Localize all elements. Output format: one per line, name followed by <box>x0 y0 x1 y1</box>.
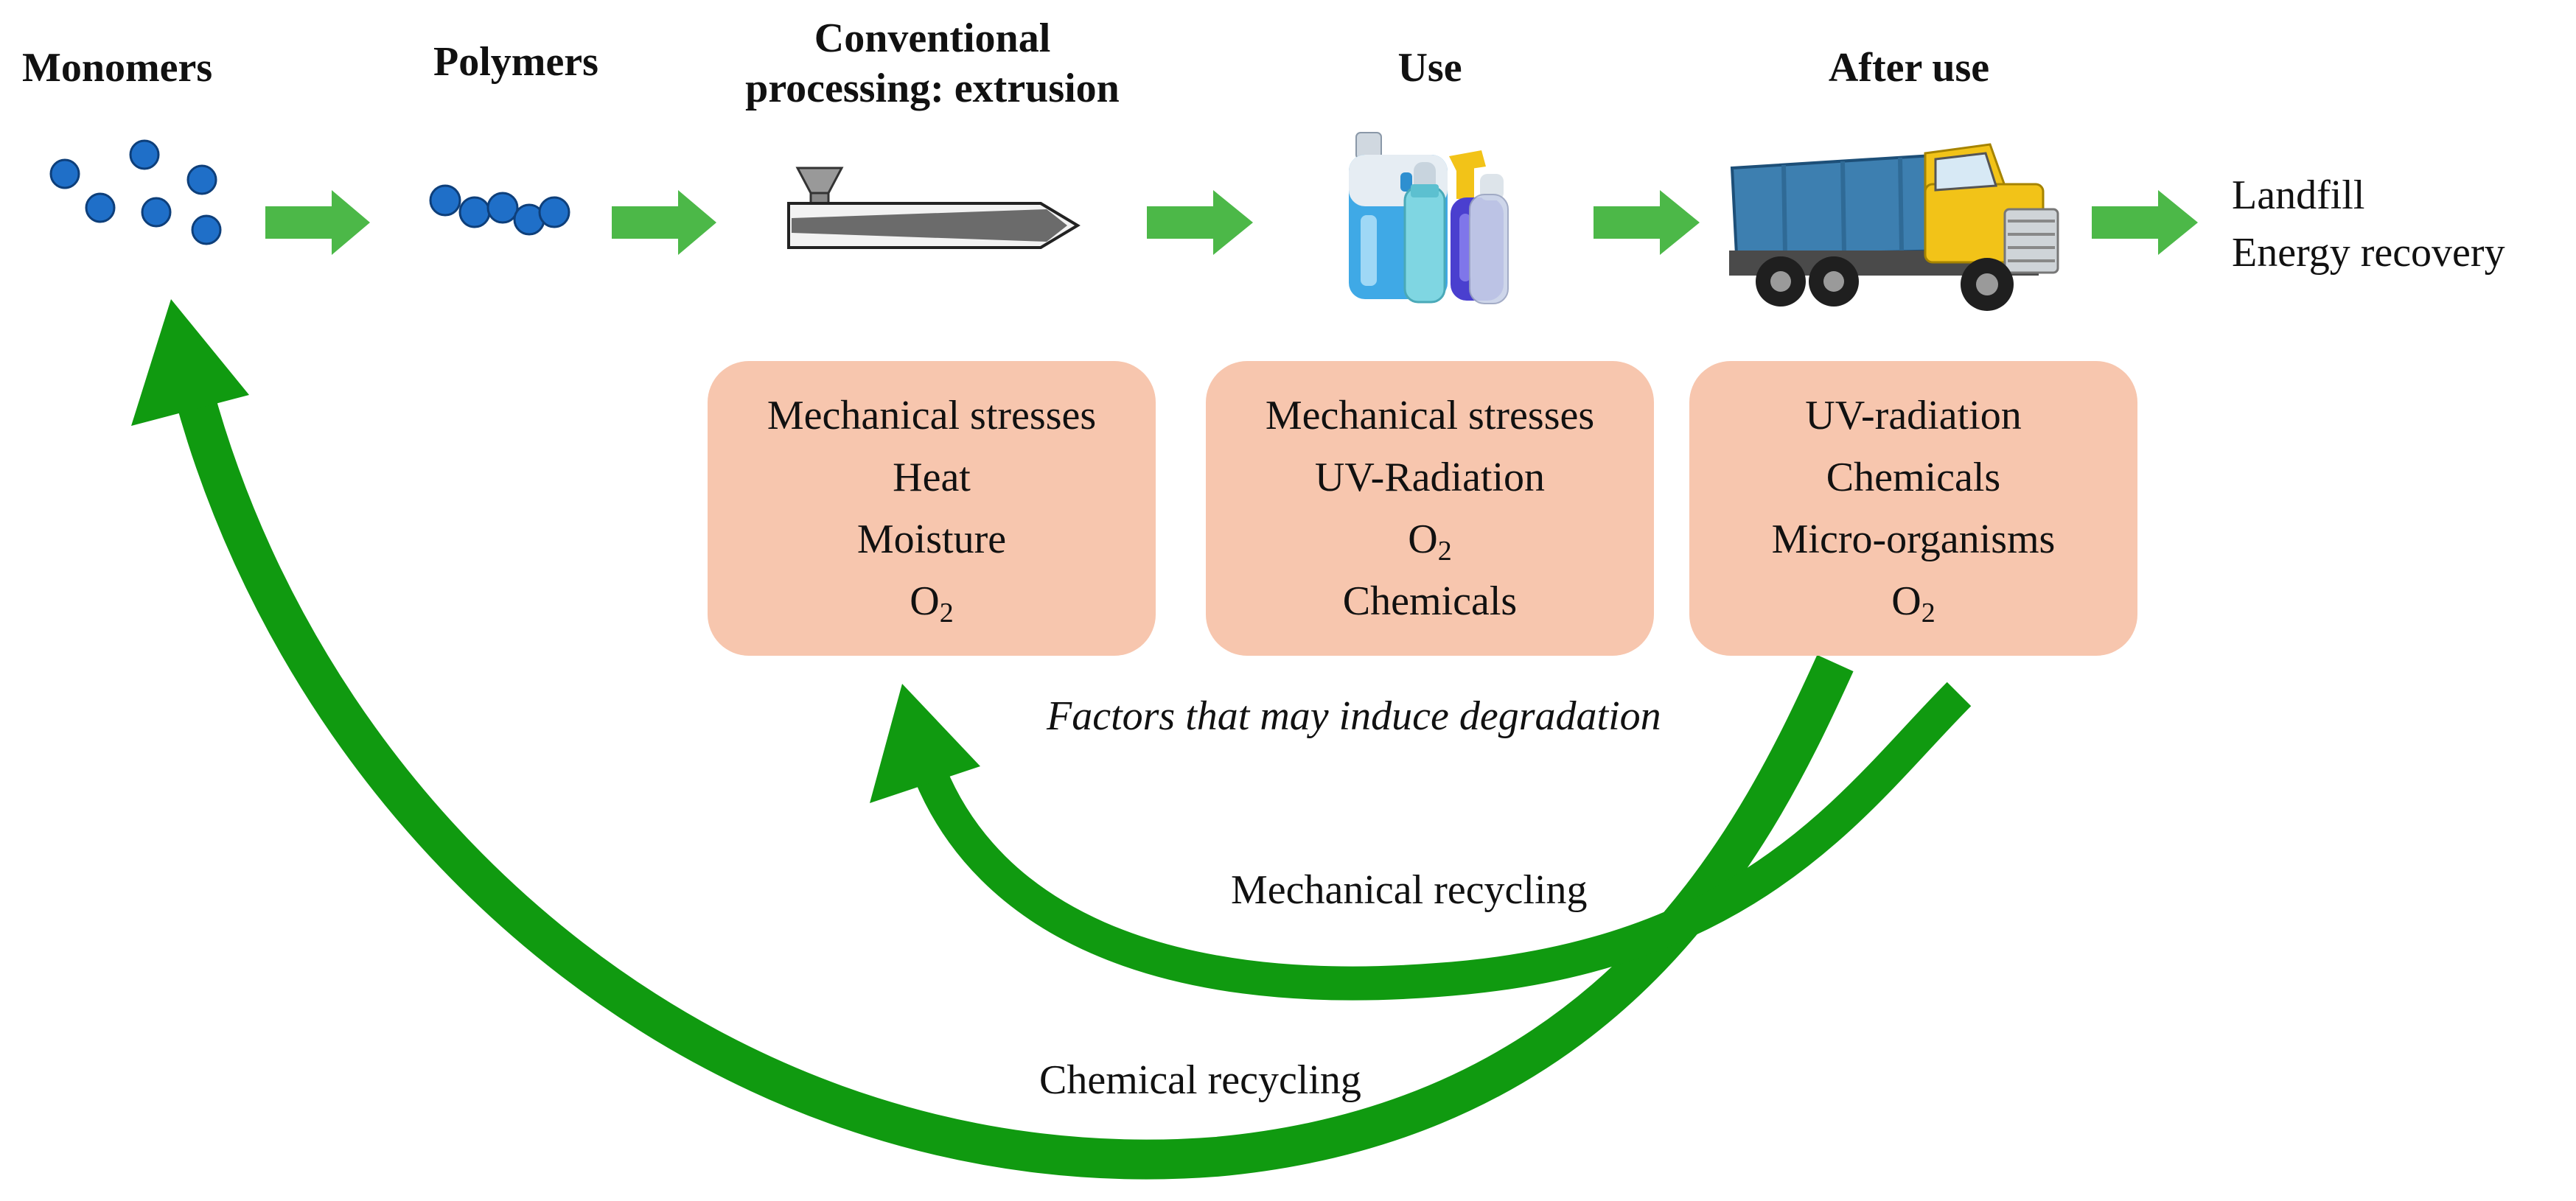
degradation-caption: Factors that may induce degradation <box>1047 693 1661 739</box>
flow-arrows <box>265 190 2198 255</box>
flow-arrow-4 <box>1594 190 1700 255</box>
flow-arrow-5 <box>2092 190 2198 255</box>
stage-label-processing-line1: Conventional <box>814 15 1051 61</box>
monomers-dots-icon <box>49 139 222 245</box>
stage-label-use: Use <box>1397 45 1462 91</box>
factor-micro-organisms: Micro-organisms <box>1771 517 2056 562</box>
factor-uv-radiation: UV-Radiation <box>1314 455 1546 500</box>
factor-uv-radiation: UV-radiation <box>1805 393 2022 438</box>
factors-box-use: Mechanical stresses UV-Radiation O2 Chem… <box>1206 361 1654 656</box>
factor-moisture: Moisture <box>856 517 1007 562</box>
factor-mechanical-stresses: Mechanical stresses <box>1265 393 1595 438</box>
extruder-icon <box>787 167 1081 249</box>
stage-label-after-use: After use <box>1828 45 1990 91</box>
factor-heat: Heat <box>893 455 971 500</box>
flow-arrow-1 <box>265 190 370 255</box>
stage-label-processing-line2: processing: extrusion <box>745 66 1120 112</box>
factor-oxygen: O2 <box>1408 517 1452 567</box>
factor-oxygen: O2 <box>1891 578 1936 628</box>
energy-recovery-label: Energy recovery <box>2232 230 2505 276</box>
factors-box-processing: Mechanical stresses Heat Moisture O2 <box>708 361 1156 656</box>
flow-arrow-2 <box>612 190 716 255</box>
factor-chemicals: Chemicals <box>1826 455 2001 500</box>
factor-chemicals: Chemicals <box>1342 578 1518 624</box>
flow-arrow-3 <box>1147 190 1253 255</box>
bottles-icon <box>1349 132 1509 304</box>
mechanical-recycling-label: Mechanical recycling <box>1231 867 1588 913</box>
stage-label-monomers: Monomers <box>22 45 213 91</box>
dump-truck-icon <box>1729 143 2059 311</box>
factor-oxygen: O2 <box>910 578 954 628</box>
stage-label-polymers: Polymers <box>433 39 598 85</box>
chemical-recycling-label: Chemical recycling <box>1039 1057 1361 1103</box>
factors-box-after-use: UV-radiation Chemicals Micro-organisms O… <box>1689 361 2137 656</box>
end-of-life-options: Landfill Energy recovery <box>2232 167 2505 282</box>
polymer-chain-icon <box>429 184 570 236</box>
mechanical-recycling-arrow <box>870 682 1972 1001</box>
chemical-recycling-arrow <box>131 299 1854 1180</box>
factor-mechanical-stresses: Mechanical stresses <box>767 393 1097 438</box>
landfill-label: Landfill <box>2232 172 2365 218</box>
stage-label-processing: Conventional processing: extrusion <box>700 13 1165 114</box>
